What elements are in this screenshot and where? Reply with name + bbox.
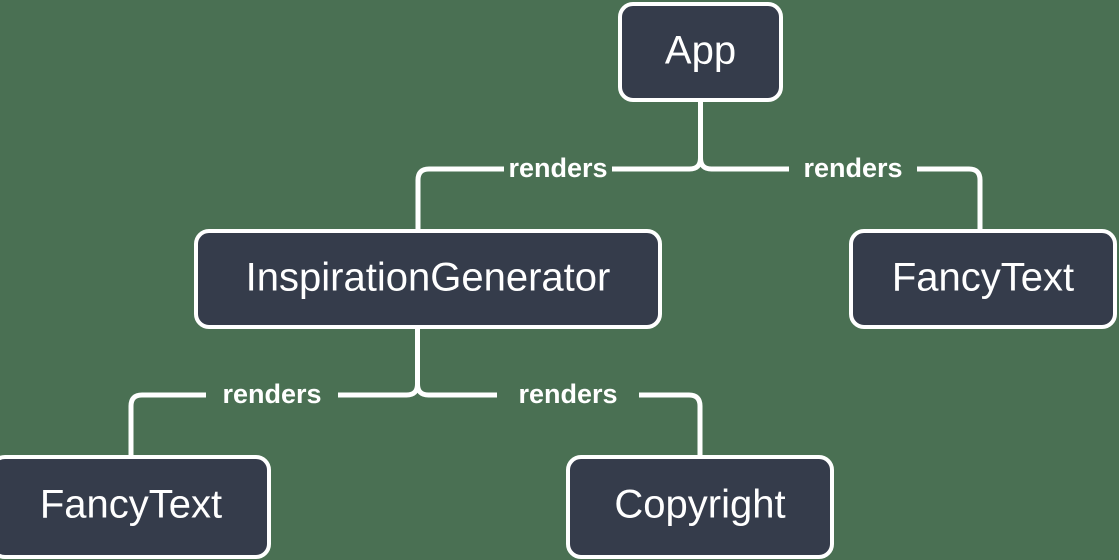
node-app-box[interactable] [618, 2, 783, 102]
node-app-label: App [665, 29, 736, 73]
edge-app-to-fancytext-right [698, 157, 983, 231]
node-inspiration-generator-label: InspirationGenerator [246, 256, 611, 300]
node-copyright-box[interactable] [566, 455, 834, 559]
edge-label-app-to-inspiration-generator: renders [508, 153, 607, 183]
edge-inspiration-generator-to-copyright [415, 383, 703, 457]
node-fancytext-right-box[interactable] [849, 229, 1117, 329]
edge-label-app-to-fancytext-right: renders [803, 153, 902, 183]
edge-label-inspiration-generator-to-fancytext-bottom: renders [222, 379, 321, 409]
node-fancytext-right[interactable]: FancyText [849, 229, 1117, 329]
node-fancytext-bottom[interactable]: FancyText [0, 455, 271, 559]
edge-label-inspiration-generator-to-copyright: renders [518, 379, 617, 409]
node-inspiration-generator[interactable]: InspirationGenerator [194, 229, 662, 329]
edge-label-group: renders renders renders renders [222, 153, 902, 409]
node-app[interactable]: App [618, 2, 783, 102]
node-copyright-label: Copyright [614, 483, 785, 527]
edge-group [128, 100, 983, 457]
node-inspiration-generator-box[interactable] [194, 229, 662, 329]
node-fancytext-bottom-label: FancyText [40, 483, 222, 527]
node-fancytext-right-label: FancyText [892, 256, 1074, 300]
node-fancytext-bottom-box[interactable] [0, 455, 271, 559]
node-copyright[interactable]: Copyright [566, 455, 834, 559]
